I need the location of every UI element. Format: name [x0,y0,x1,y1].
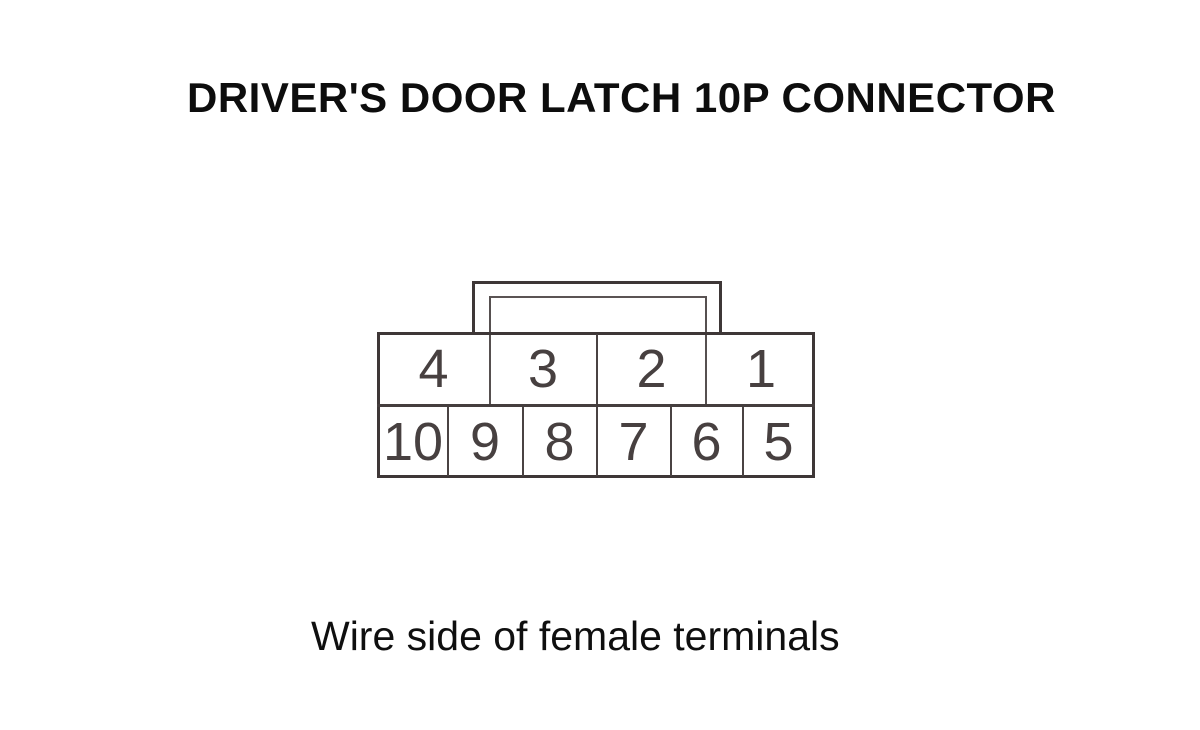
divider-pin6-pin5 [742,407,744,476]
pin-cell-2: 2 [636,338,667,399]
connector-latch-inner-outline [489,296,707,407]
divider-pin8-pin7 [596,407,598,476]
pin-row-divider-line [377,404,815,407]
pin-cell-7: 7 [618,411,649,472]
caption: Wire side of female terminals [311,613,840,659]
pin-cell-6: 6 [691,411,722,472]
divider-pin3-pin2 [596,334,598,404]
diagram-title: DRIVER'S DOOR LATCH 10P CONNECTOR [187,74,1056,121]
pin-cell-9: 9 [469,411,501,472]
connector-latch-outer-outline [472,281,722,335]
pin-cell-3: 3 [527,338,559,399]
pin-cell-5: 5 [763,411,794,472]
divider-pin9-pin8 [522,407,524,476]
pin-cell-4: 4 [418,338,449,399]
pin-cell-8: 8 [544,411,575,472]
pin-cell-10: 10 [382,411,444,472]
pin-cell-1: 1 [745,338,777,399]
divider-pin7-pin6 [670,407,672,476]
divider-pin10-pin9 [447,407,449,476]
